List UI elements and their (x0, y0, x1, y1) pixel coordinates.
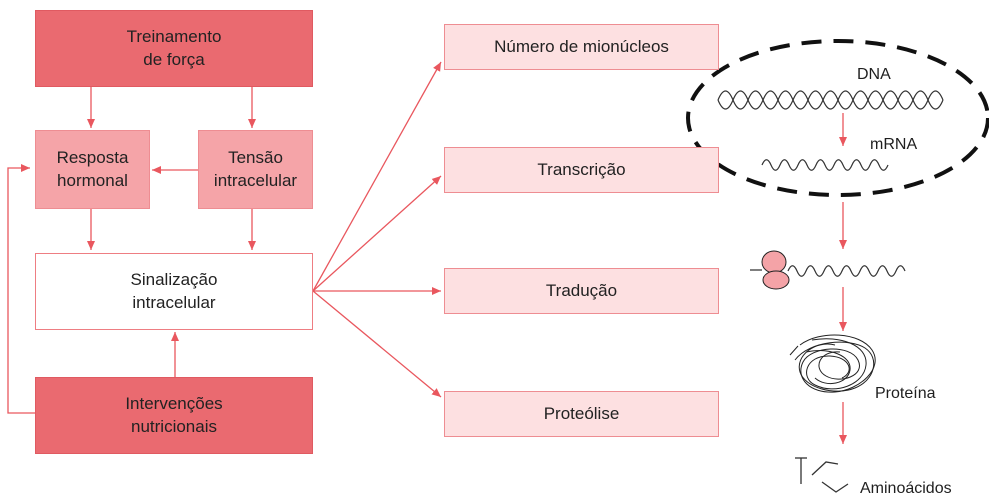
arrow-to-proteolise (312, 290, 442, 398)
box-transcricao: Transcrição (444, 147, 719, 193)
ribosome-icon (761, 250, 790, 290)
arrow-intervencoes-resposta (7, 164, 35, 414)
box-numero-de-mionucleos: Número de mionúcleos (444, 24, 719, 70)
label-aminoacidos: Aminoácidos (860, 480, 952, 497)
dna-helix-icon (717, 90, 944, 110)
box-treinamento-de-forca: Treinamento de força (35, 10, 313, 87)
box-tensao-intracelular: Tensão intracelular (198, 130, 313, 209)
mrna-strand-icon (761, 159, 889, 171)
arrow-to-mionucleos (312, 61, 442, 292)
protein-icon (789, 334, 876, 393)
box-traducao: Tradução (444, 268, 719, 314)
box-intervencoes-nutricionais: Intervenções nutricionais (35, 377, 313, 454)
arrow-to-transcricao (312, 175, 442, 292)
amino-acids-icon (795, 457, 849, 493)
label-mrna: mRNA (870, 136, 918, 153)
box-proteolise: Proteólise (444, 391, 719, 437)
translated-mrna-icon (750, 265, 906, 277)
box-sinalizacao-intracelular: Sinalização intracelular (35, 253, 313, 330)
nucleus-boundary (686, 39, 989, 197)
box-resposta-hormonal: Resposta hormonal (35, 130, 150, 209)
label-proteina: Proteína (875, 385, 936, 402)
label-dna: DNA (857, 66, 891, 83)
